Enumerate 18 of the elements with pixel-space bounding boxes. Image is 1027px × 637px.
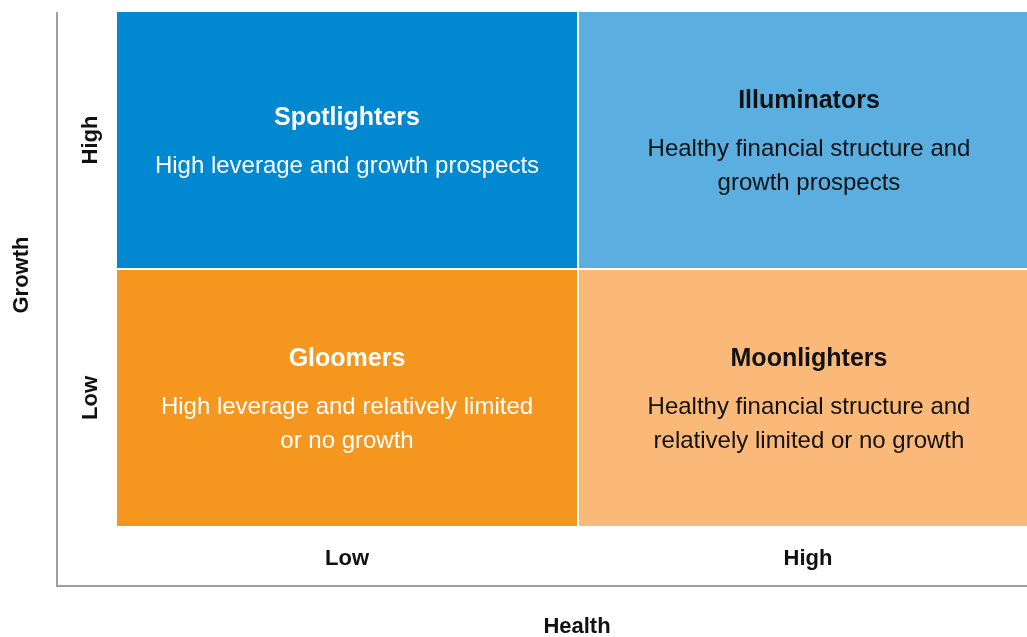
quadrant-description: Healthy financial structure and growth prospects bbox=[646, 132, 972, 197]
axis-level-label: High bbox=[783, 543, 833, 572]
quadrant-box bbox=[117, 12, 577, 268]
quadrant-title: Gloomers bbox=[288, 342, 406, 374]
axis-title: Health bbox=[543, 611, 611, 637]
quadrant-description: Healthy financial structure and relatively limited or no growth bbox=[646, 390, 972, 455]
quadrant-title: Spotlighters bbox=[274, 101, 420, 133]
axis-level-label: High bbox=[75, 115, 103, 165]
quadrant-description: High leverage and growth prospects bbox=[154, 149, 540, 180]
axis-level-label: Low bbox=[75, 376, 103, 420]
axis-title: Growth bbox=[6, 236, 34, 314]
quadrant-box bbox=[579, 12, 1027, 268]
quadrant-title: Illuminators bbox=[738, 84, 880, 116]
quadrant-box bbox=[117, 270, 577, 526]
quadrant-box bbox=[579, 270, 1027, 526]
quadrant-title: Moonlighters bbox=[730, 342, 888, 374]
axis-level-label: Low bbox=[325, 543, 369, 572]
quadrant-description: High leverage and relatively limited or no growth bbox=[159, 390, 535, 455]
